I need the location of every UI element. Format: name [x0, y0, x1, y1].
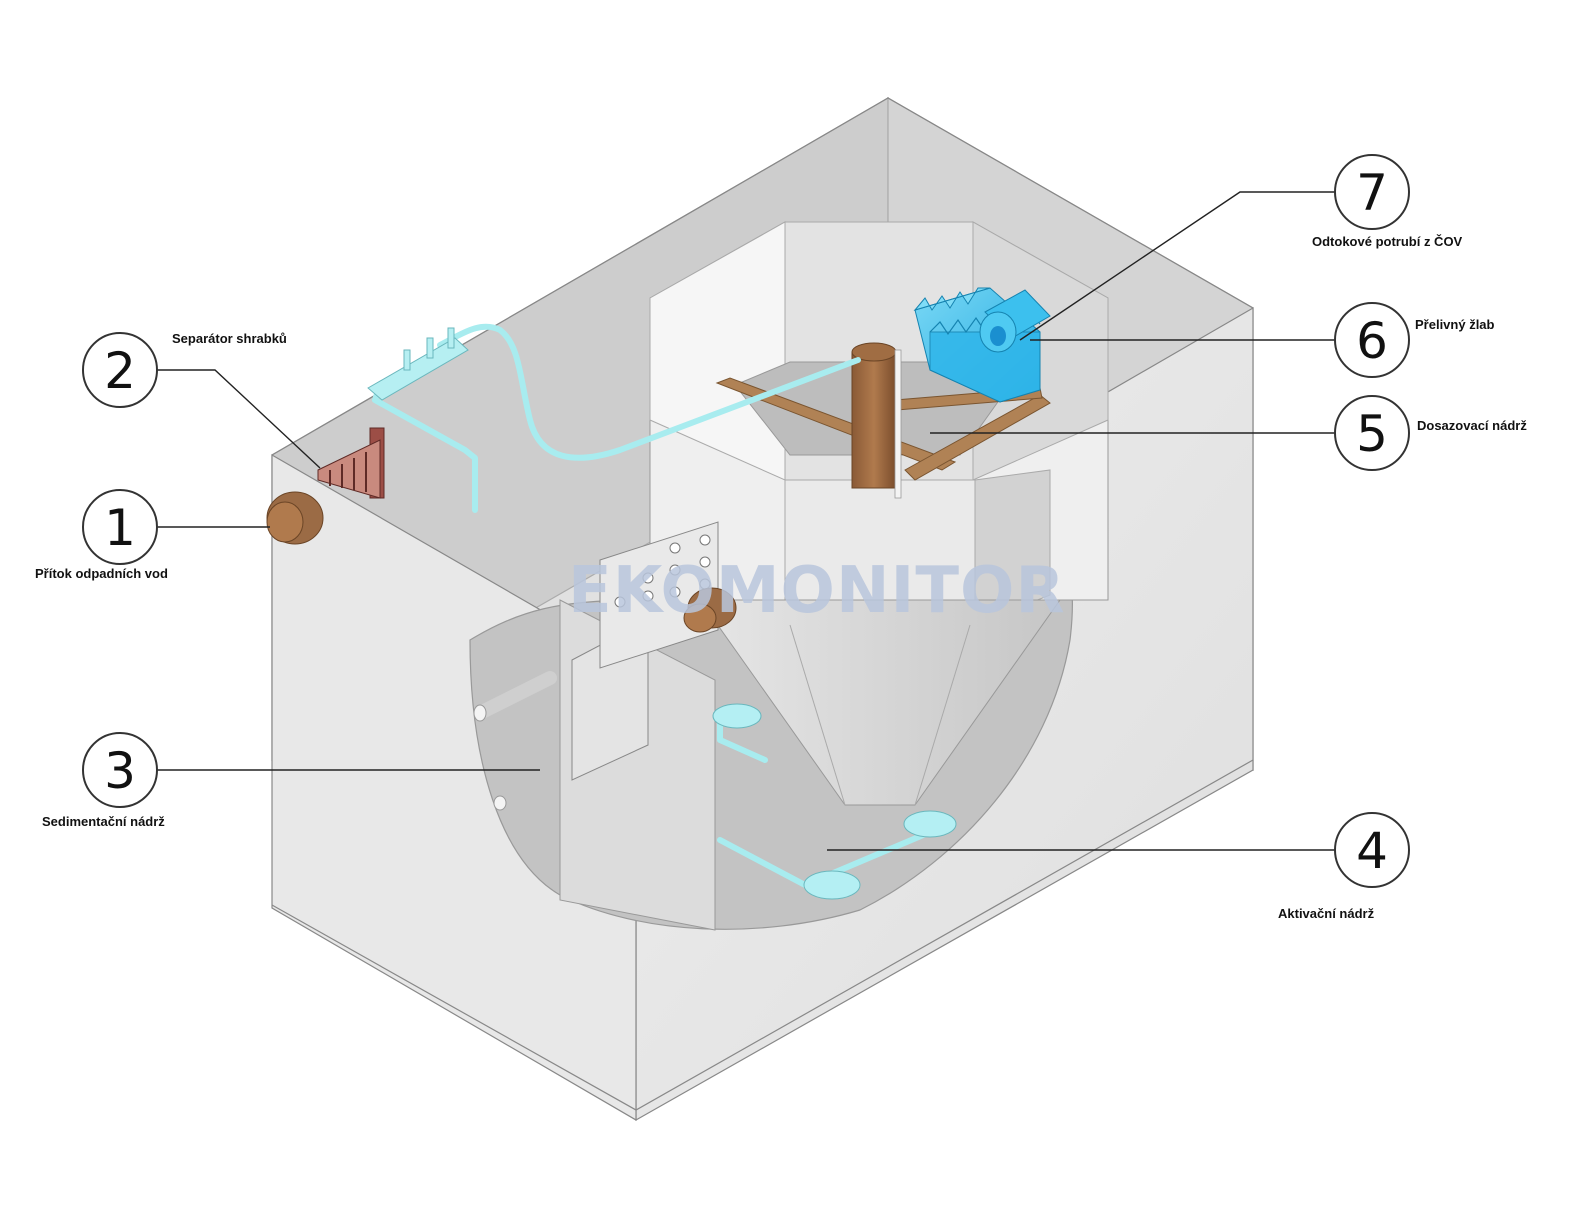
callout-circle	[1334, 812, 1410, 888]
callout-7: 7 Odtokové potrubí z ČOV	[1312, 154, 1463, 249]
leader-lines	[157, 191, 1335, 851]
callout-2: 2 Separátor shrabků	[82, 331, 287, 408]
callout-6: 6 Přelivný žlab	[1334, 302, 1495, 378]
callout-1: 1 Přítok odpadních vod	[35, 489, 168, 581]
callout-circle	[1334, 302, 1410, 378]
callout-label: Dosazovací nádrž	[1417, 418, 1527, 433]
central-column	[851, 342, 902, 499]
diffusers	[712, 703, 957, 900]
callout-number: 3	[104, 742, 136, 800]
callout-number: 2	[104, 342, 136, 400]
callout-label: Sedimentační nádrž	[42, 814, 165, 829]
sedimentation-inner-pipe	[473, 671, 557, 811]
inlet-pipe	[266, 491, 324, 545]
callout-circle	[1334, 154, 1410, 230]
callout-label: Přelivný žlab	[1415, 317, 1495, 332]
callout-number: 4	[1356, 822, 1388, 880]
callout-3: 3 Sedimentační nádrž	[42, 732, 165, 829]
callout-label: Odtokové potrubí z ČOV	[1312, 234, 1463, 249]
perforated-plate	[599, 521, 719, 669]
callout-number: 1	[104, 499, 136, 557]
tank-top-rim	[271, 97, 1254, 456]
callout-circle	[82, 332, 158, 408]
callout-label: Separátor shrabků	[172, 331, 287, 346]
air-manifold	[367, 327, 469, 401]
callout-label: Aktivační nádrž	[1278, 906, 1375, 921]
callout-label: Přítok odpadních vod	[35, 566, 168, 581]
outlet-pipe	[979, 289, 1051, 353]
callout-number: 6	[1356, 312, 1388, 370]
callout-circle	[82, 732, 158, 808]
callout-number: 5	[1356, 405, 1388, 463]
watermark: EKOMONITOR	[568, 554, 1066, 628]
callout-circle	[1334, 395, 1410, 471]
tank-bottom-rim	[271, 759, 1254, 1111]
callout-4: 4 Aktivační nádrž	[1278, 812, 1410, 921]
transfer-pipe	[683, 587, 737, 633]
callout-5: 5 Dosazovací nádrž	[1334, 395, 1527, 471]
callout-circle	[82, 489, 158, 565]
screenings-separator	[317, 427, 385, 499]
callout-number: 7	[1356, 164, 1388, 222]
